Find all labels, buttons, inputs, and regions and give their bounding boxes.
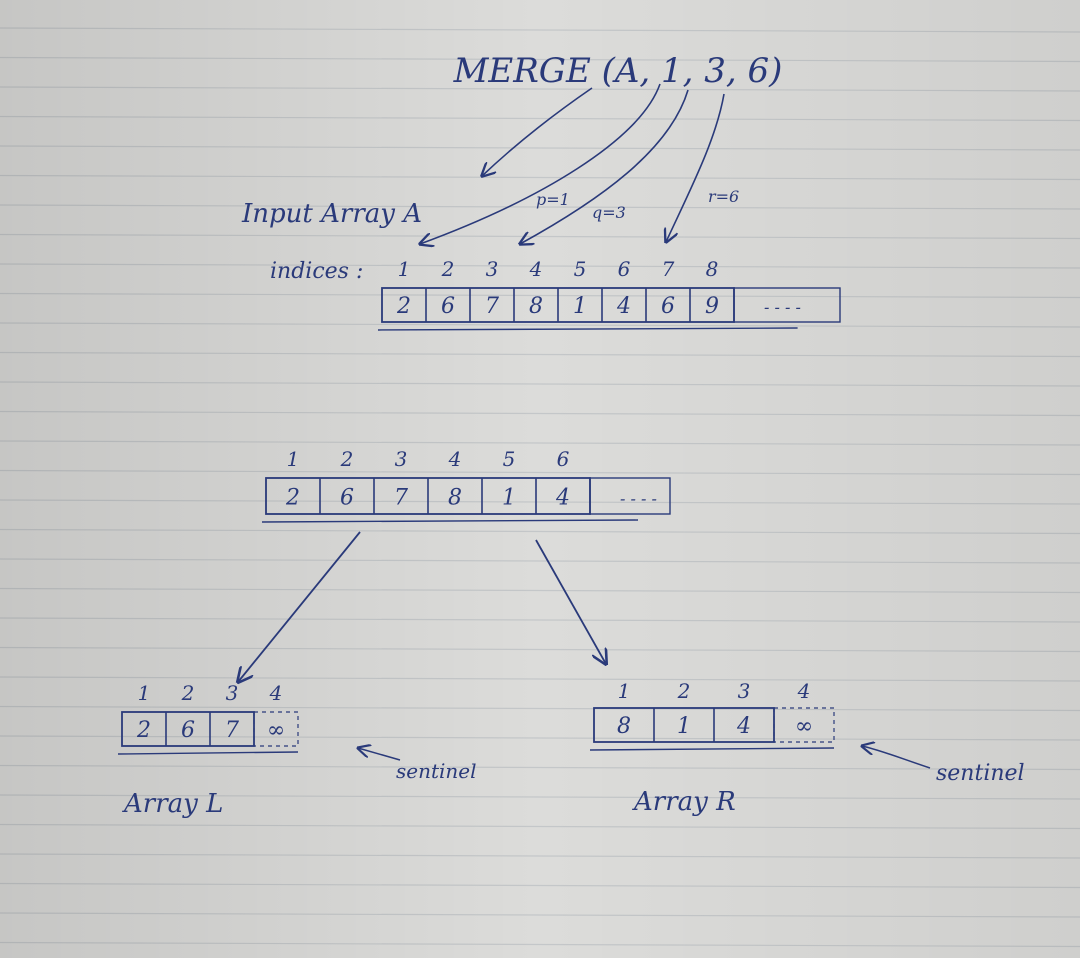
cell-index: 3: [395, 447, 408, 471]
array-underline: [261, 519, 639, 523]
cell-value: 8: [529, 294, 543, 319]
open-cell: [733, 287, 841, 323]
cell-value: 7: [225, 718, 239, 743]
cell-index: 3: [738, 679, 751, 703]
cell-value: 2: [136, 718, 151, 743]
arrow-to-array-a: [420, 83, 661, 244]
cell-index: 5: [574, 257, 587, 281]
cell-index: 1: [287, 447, 300, 471]
cell-index: 6: [557, 447, 570, 471]
cell-value: 7: [394, 486, 408, 511]
array-underline: [377, 327, 798, 331]
arrow-sentinel-right: [862, 746, 931, 769]
cell-index: 3: [486, 257, 499, 281]
open-cell: [589, 477, 671, 515]
merge-title: MERGE (A, 1, 3, 6): [453, 51, 783, 91]
cell-index: 7: [662, 257, 675, 281]
split-arrows: [238, 531, 606, 682]
cell-index: 5: [503, 447, 516, 471]
cell-value: 4: [616, 294, 631, 319]
cell-value: 1: [502, 486, 516, 511]
cell-index: 2: [181, 681, 195, 705]
cell-index: 1: [398, 257, 411, 281]
arrow-split-right: [535, 539, 606, 664]
right-sentinel-label: sentinel: [936, 761, 1025, 786]
cell-value: 6: [181, 718, 195, 743]
cell-value: 4: [555, 486, 570, 511]
cell-value: 1: [677, 714, 691, 739]
sentinel-cell: [773, 707, 835, 743]
param-p: p=1: [536, 190, 570, 209]
cell-value: 6: [661, 294, 675, 319]
array-l-label: Array L: [122, 789, 223, 819]
cell-index: 1: [138, 681, 151, 705]
arrow-to-p: [520, 89, 689, 244]
indices-label: indices :: [270, 259, 363, 284]
cell-value: 8: [617, 714, 631, 739]
cell-value: 6: [441, 294, 455, 319]
cell-index: 6: [618, 257, 631, 281]
param-q: q=3: [592, 203, 626, 222]
cell-index: 4: [269, 681, 283, 705]
mid-array: 2 1 6 2 7 3 8 4 1 5 4 6 - - - -: [261, 447, 671, 523]
cell-value: 4: [736, 714, 751, 739]
sentinel-cell: [253, 711, 299, 747]
sentinel-arrows: [358, 746, 931, 769]
arrow-sentinel-left: [358, 748, 401, 761]
cell-index: 2: [677, 679, 691, 703]
cell-index: 3: [226, 681, 239, 705]
cell-index: 4: [448, 447, 462, 471]
cell-value: 2: [396, 294, 411, 319]
title-arrows: [420, 83, 725, 244]
top-array: 2 1 6 2 7 3 8 4 1 5 4 6 6 7 9 8 - - - -: [377, 257, 841, 331]
sentinel-value: ∞: [267, 718, 285, 743]
array-underline: [117, 751, 299, 755]
cell-index: 4: [529, 257, 543, 281]
array-ellipsis: - - - -: [764, 297, 801, 316]
cell-value: 1: [573, 294, 587, 319]
arrow-to-r: [666, 93, 725, 242]
input-array-label: Input Array A: [241, 199, 422, 229]
array-ellipsis: - - - -: [620, 489, 657, 508]
left-array: 2 1 6 2 7 3 ∞ 4: [117, 681, 299, 755]
arrow-to-input-label: [482, 87, 593, 176]
cell-value: 8: [448, 486, 462, 511]
sentinel-value: ∞: [795, 714, 813, 739]
cell-index: 2: [340, 447, 354, 471]
cell-value: 7: [485, 294, 499, 319]
left-sentinel-label: sentinel: [396, 759, 477, 783]
array-r-label: Array R: [632, 787, 736, 817]
cell-index: 4: [797, 679, 811, 703]
right-array: 8 1 1 2 4 3 ∞ 4: [589, 679, 835, 751]
cell-value: 2: [285, 486, 300, 511]
cell-value: 6: [340, 486, 354, 511]
param-r: r=6: [708, 187, 739, 206]
cell-value: 9: [705, 294, 719, 319]
cell-index: 8: [706, 257, 719, 281]
array-underline: [589, 747, 835, 751]
cell-index: 1: [618, 679, 631, 703]
arrow-split-left: [238, 531, 361, 682]
cell-index: 2: [441, 257, 455, 281]
